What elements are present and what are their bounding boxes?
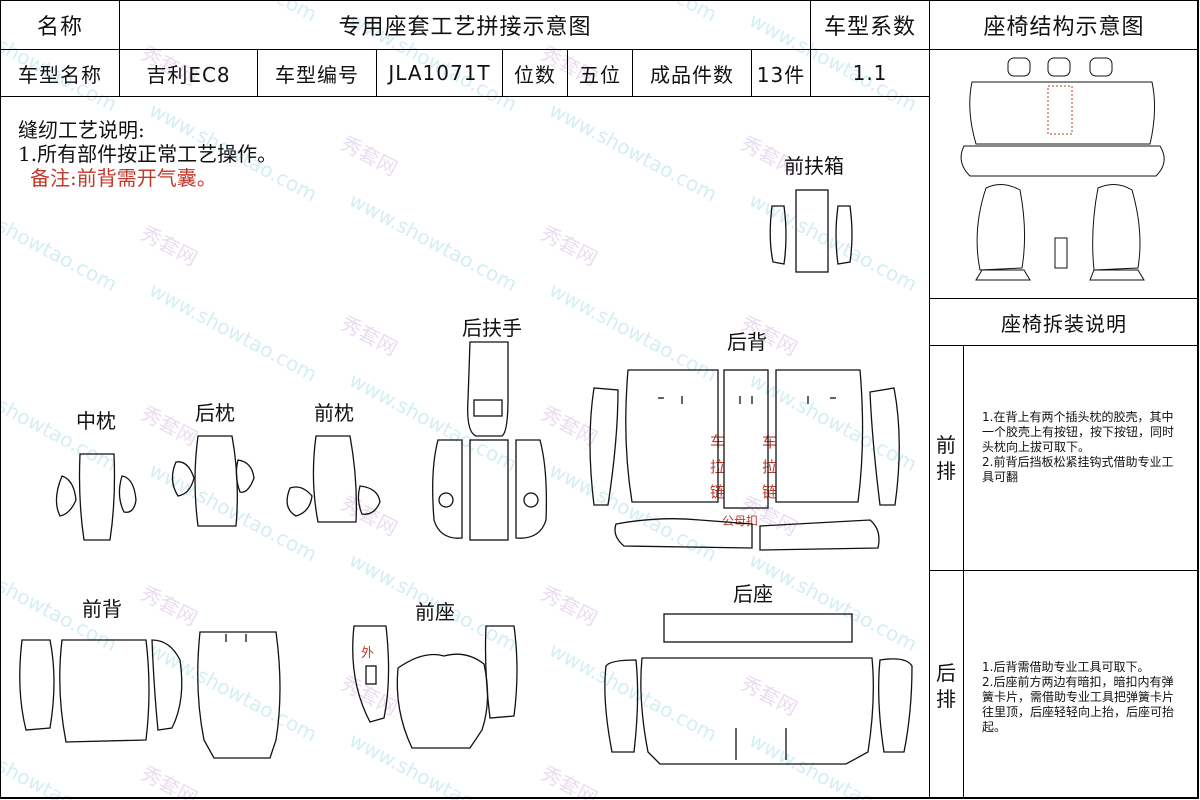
pattern-middle-pillow [55,453,137,541]
rear-row-text-cell [963,570,1199,799]
zipper-char: 链 [762,483,778,501]
pattern-front-seat [352,625,518,749]
pattern-rear-seat [604,613,913,765]
label-rear-seat: 后座 [733,582,773,606]
instructions-title: 缝纫工艺说明: [18,118,145,142]
pattern-rear-pillow [171,435,255,527]
zipper-mark-right: 车 拉 链 [762,430,778,505]
label-front-back: 前背 [82,597,122,621]
model-name-label: 车型名称 [0,49,120,97]
label-middle-pillow: 中枕 [76,409,116,433]
pattern-front-box [769,189,853,273]
snap-mark: 公母扣 [722,514,759,528]
rear-row-text: 1.后背需借助专业工具可取下。 2.后座前方两边有暗扣，暗扣内有弹簧卡片，需借助… [982,660,1175,734]
pattern-front-pillow [286,435,381,523]
pattern-front-back [19,631,281,759]
instructions-line1: 1.所有部件按正常工艺操作。 [18,142,278,166]
pattern-rear-armrest [432,341,548,541]
model-name: 吉利EC8 [119,49,258,97]
rear-row-label: 后排 [936,661,956,711]
pattern-rear-back [589,369,900,551]
label-rear-back: 后背 [727,330,767,354]
seat-structure-drawing [960,57,1165,281]
label-rear-armrest: 后扶手 [462,316,522,340]
outer-mark: 外 [361,646,375,661]
pieces-label: 成品件数 [632,49,752,97]
model-code-label: 车型编号 [257,49,377,97]
pattern-area [0,96,930,799]
zipper-char: 拉 [762,458,778,476]
label-front-seat: 前座 [415,600,455,624]
instructions-remark: 备注:前背需开气囊。 [30,166,217,190]
front-row-label: 前排 [936,433,956,483]
label-rear-pillow: 后枕 [195,401,235,425]
zipper-char: 车 [762,433,778,451]
coef-label: 车型系数 [810,0,930,50]
label-front-pillow: 前枕 [314,401,354,425]
label-front-box: 前扶箱 [784,154,844,178]
front-row-text: 1.在背上有两个插头枕的胶壳，其中一个胶壳上有按钮，按下按钮，同时头枕向上拔可取… [982,410,1175,484]
